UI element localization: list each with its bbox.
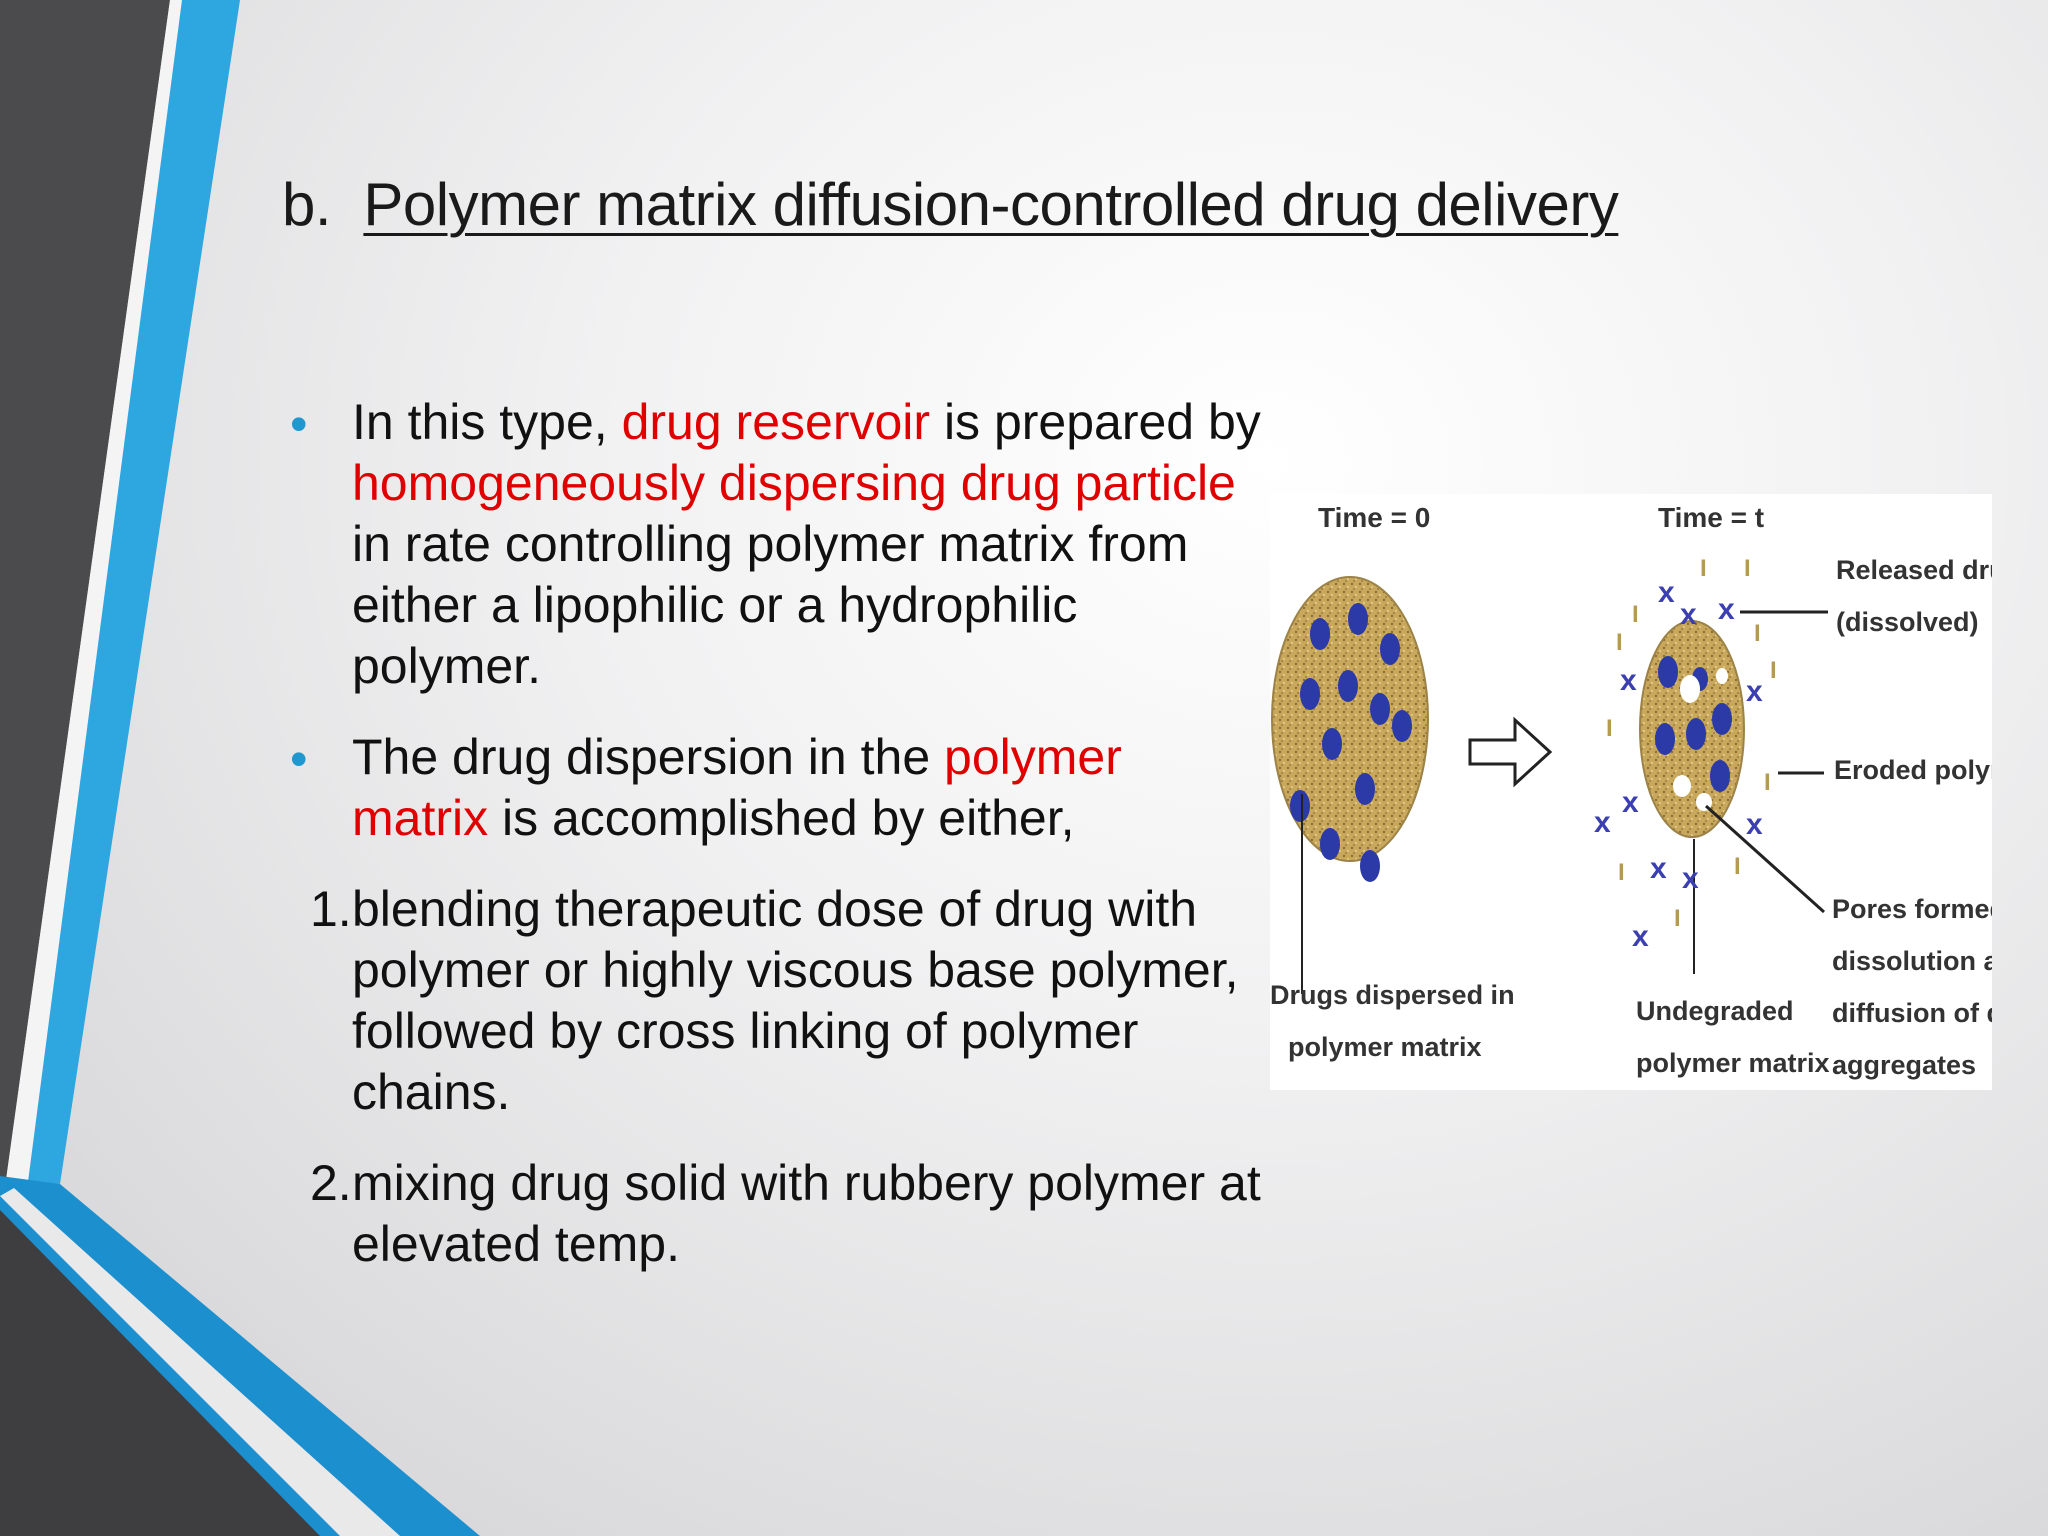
right-arrow-icon [1468, 716, 1553, 788]
numbered-label: 2. [310, 1155, 352, 1211]
numbered-text: blending therapeutic dose of drug with p… [352, 881, 1239, 1120]
bullet-dot-icon: • [290, 731, 308, 787]
right-polymer-matrix [1639, 620, 1745, 974]
blue-stripe-top [28, 0, 240, 1184]
numbered-label: 1. [310, 881, 352, 937]
numbered-text: mixing drug solid with rubbery polymer a… [352, 1155, 1261, 1272]
svg-text:x: x [1658, 576, 1675, 609]
svg-text:I: I [1754, 620, 1761, 647]
svg-text:x: x [1682, 862, 1699, 895]
title-prefix: b. [282, 171, 332, 238]
left-caption-line2: polymer matrix [1288, 1032, 1482, 1062]
svg-text:I: I [1764, 769, 1771, 796]
svg-text:I: I [1616, 629, 1623, 656]
svg-text:I: I [1618, 859, 1625, 886]
light-gap-stripe [6, 0, 182, 1182]
released-drug-marks: x x x x x x x x x x x [1594, 576, 1763, 953]
bullet-item: • The drug dispersion in the polymer mat… [286, 727, 1266, 849]
bullet-dot-icon: • [290, 396, 308, 452]
svg-text:x: x [1746, 808, 1763, 841]
bullet-1-highlight-drug-reservoir: drug reservoir [621, 394, 931, 450]
time-0-label: Time = 0 [1318, 502, 1430, 533]
bullet-1-part-5: in rate controlling polymer matrix from … [352, 516, 1189, 694]
light-gap-lower [0, 1188, 400, 1536]
bullet-1-part-3: is prepared by [930, 394, 1261, 450]
svg-text:x: x [1632, 920, 1649, 953]
center-caption-line2: polymer matrix [1636, 1048, 1830, 1078]
svg-text:I: I [1632, 601, 1639, 628]
diagram-canvas: Time = 0 Time = t [1270, 502, 1992, 1080]
svg-text:x: x [1594, 806, 1611, 839]
diffusion-diagram: Time = 0 Time = t [1270, 494, 1992, 1090]
body-text: • In this type, drug reservoir is prepar… [286, 392, 1266, 1305]
svg-text:I: I [1700, 555, 1707, 582]
bullet-1-highlight-dispersing: homogeneously dispersing drug particle [352, 455, 1236, 511]
pores [1673, 668, 1728, 811]
svg-text:x: x [1622, 786, 1639, 819]
svg-text:x: x [1650, 852, 1667, 885]
bullet-2-part-3: is accomplished by either, [488, 790, 1075, 846]
svg-text:I: I [1674, 905, 1681, 932]
pores-label-line3: diffusion of drug [1832, 998, 1992, 1028]
center-caption-line1: Undegraded [1636, 996, 1794, 1026]
svg-text:x: x [1680, 598, 1697, 631]
left-polymer-matrix [1271, 576, 1429, 994]
left-caption-line1: Drugs dispersed in [1270, 980, 1515, 1010]
released-drugs-label-line2: (dissolved) [1836, 607, 1979, 637]
bullet-item: • In this type, drug reservoir is prepar… [286, 392, 1266, 697]
bullet-1-part-1: In this type, [352, 394, 622, 450]
svg-text:x: x [1746, 675, 1763, 708]
title-text: Polymer matrix diffusion-controlled drug… [363, 171, 1619, 238]
numbered-item: 2. mixing drug solid with rubbery polyme… [286, 1153, 1266, 1275]
eroded-polymer-label: Eroded polymer [1834, 755, 1992, 785]
dark-stripe-bottom [0, 1210, 320, 1536]
slide-title: b. Polymer matrix diffusion-controlled d… [282, 170, 1619, 239]
numbered-item: 1. blending therapeutic dose of drug wit… [286, 879, 1266, 1123]
svg-text:I: I [1744, 555, 1751, 582]
pores-label-line4: aggregates [1832, 1050, 1976, 1080]
eroded-polymer-bits: I I I I I I I I I I I [1606, 555, 1777, 932]
bullet-2-highlight-polymer-matrix: polymer matrix [352, 729, 1122, 846]
drug-particles [1290, 603, 1412, 882]
pores-label-line2: dissolution and [1832, 946, 1992, 976]
svg-text:I: I [1606, 715, 1613, 742]
svg-text:I: I [1734, 853, 1741, 880]
svg-text:x: x [1620, 664, 1637, 697]
dark-stripe-top [0, 0, 170, 1180]
time-t-label: Time = t [1658, 502, 1764, 533]
bullet-2-part-1: The drug dispersion in the [352, 729, 945, 785]
svg-text:x: x [1718, 593, 1735, 626]
svg-text:I: I [1770, 657, 1777, 684]
